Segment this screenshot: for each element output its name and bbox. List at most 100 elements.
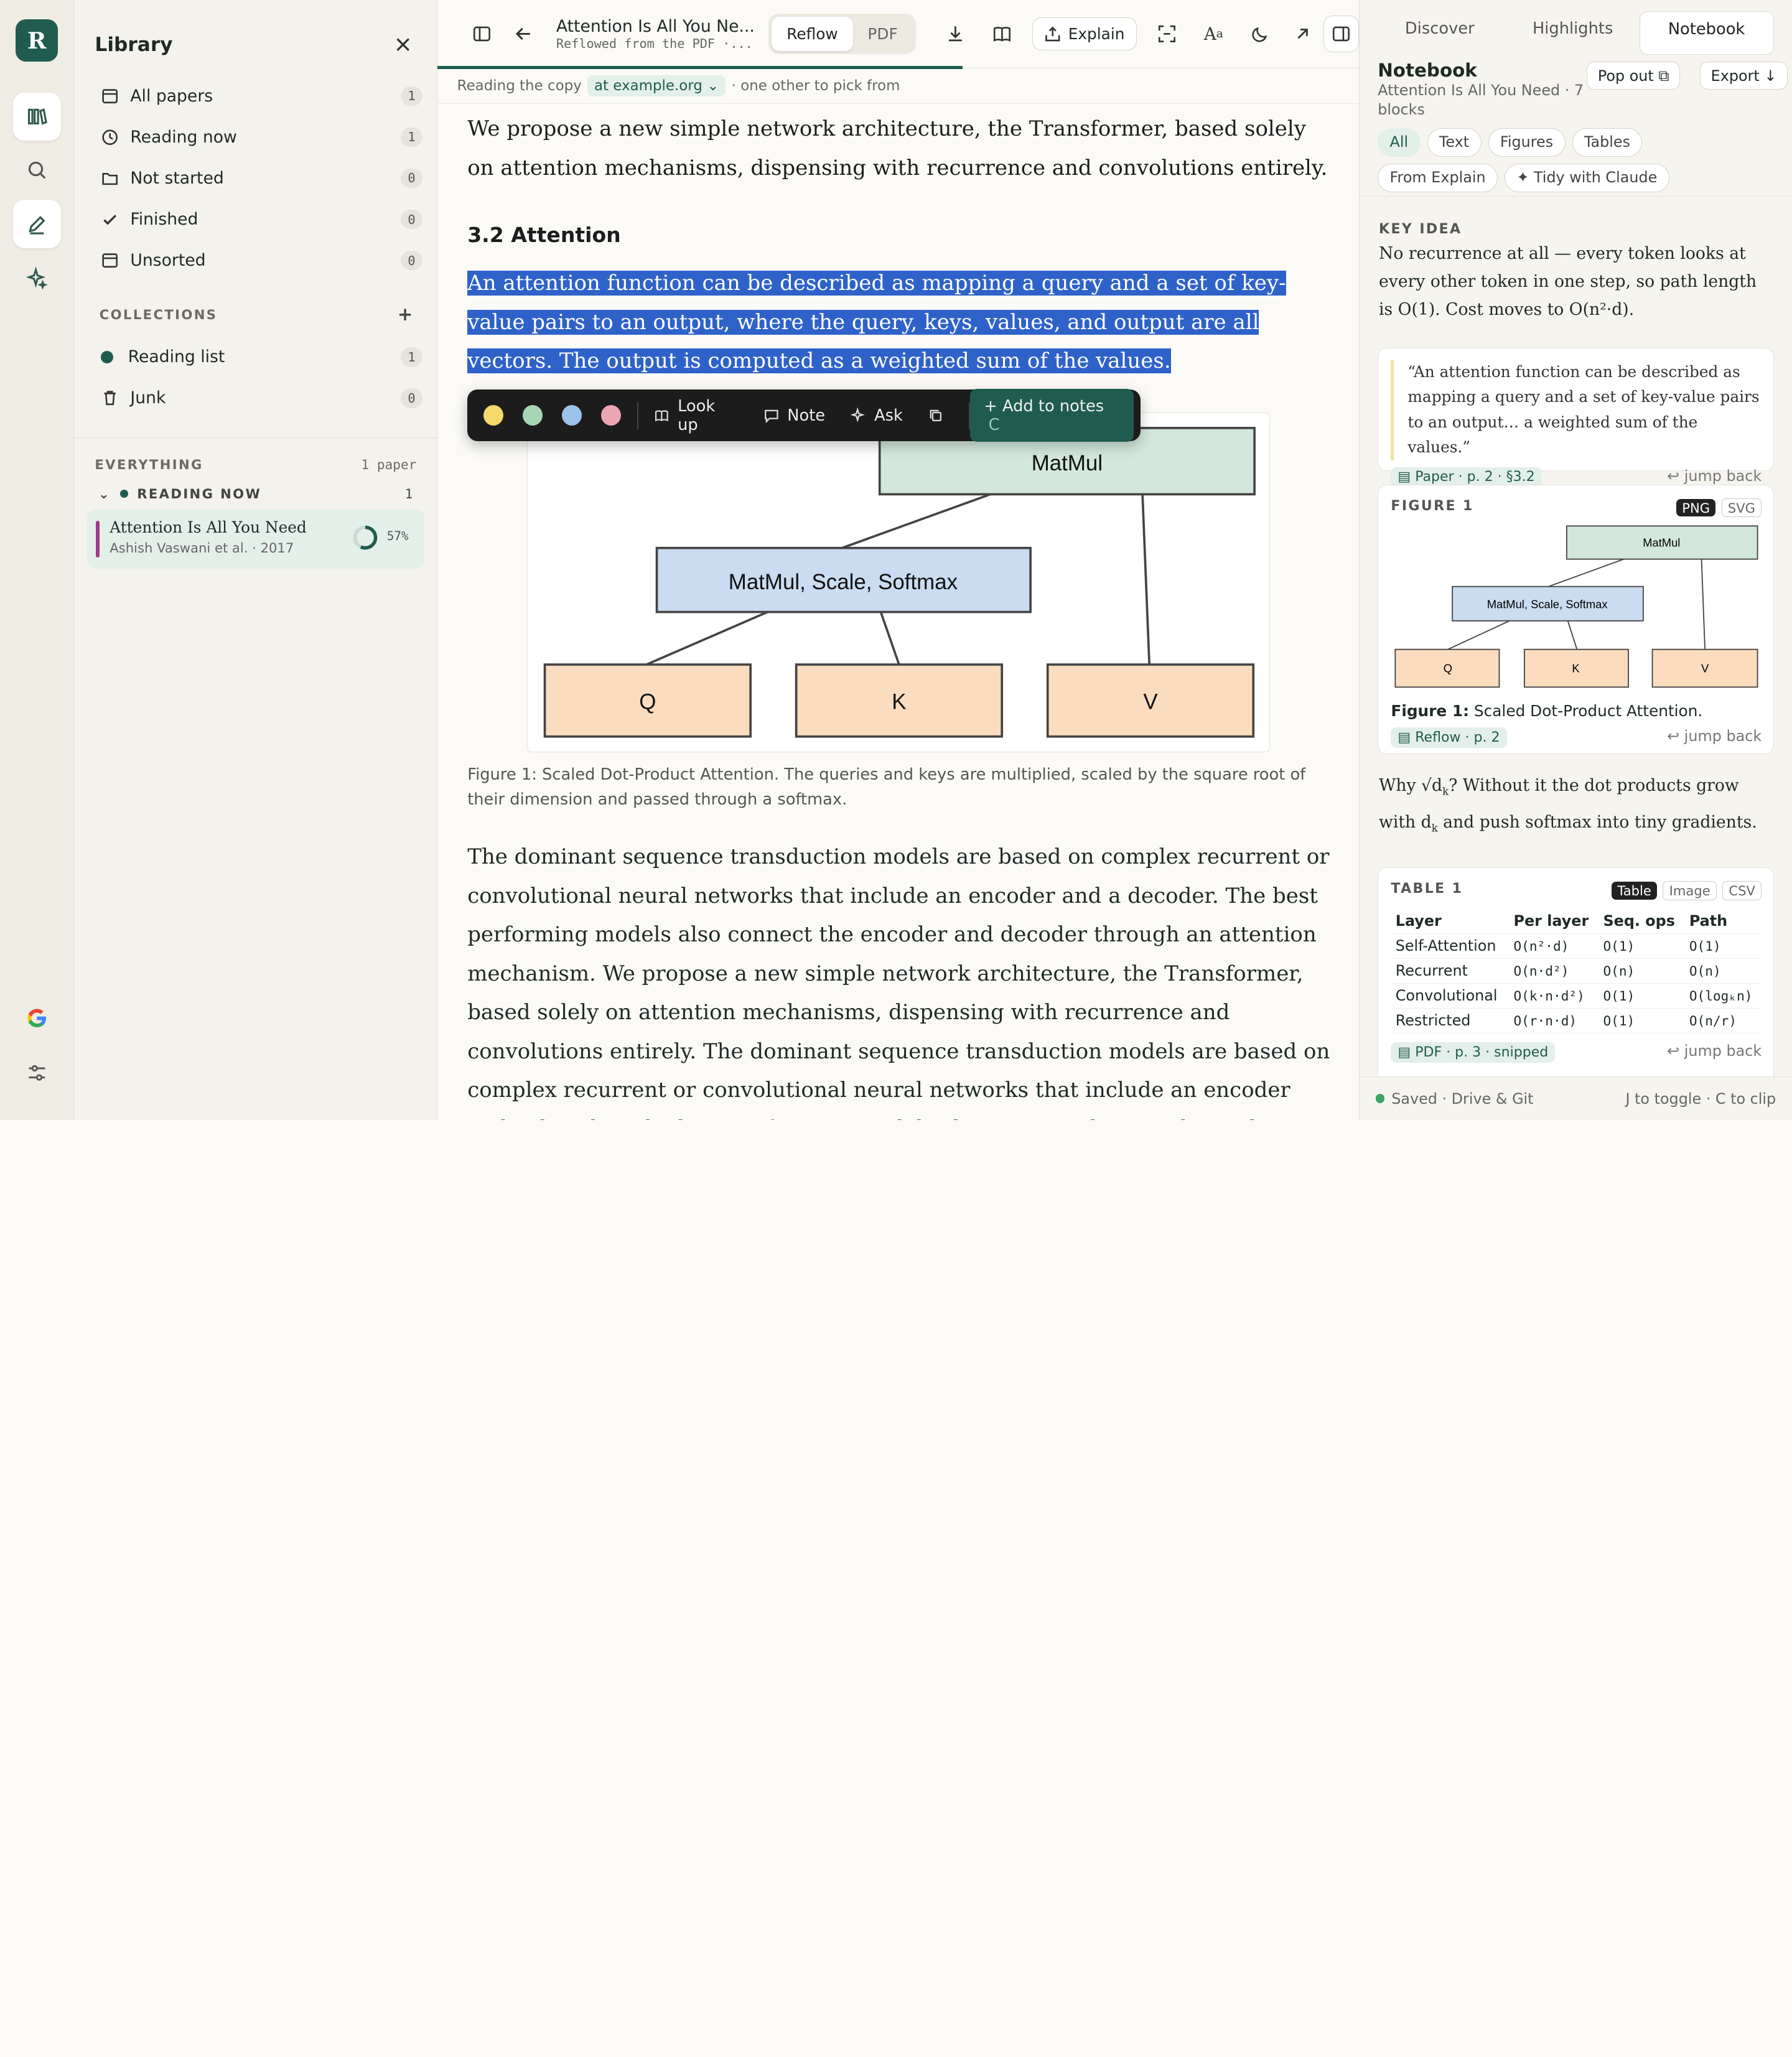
highlight-green[interactable] — [523, 405, 543, 426]
reading-progress-bar — [437, 65, 963, 70]
notebook-subtitle: Attention Is All You Need · 7 blocks — [1378, 81, 1584, 118]
toggle-sidebar-icon[interactable] — [460, 12, 503, 56]
back-arrow-icon[interactable] — [503, 12, 545, 56]
format-table[interactable]: Table — [1612, 882, 1658, 900]
notebook-filters: All Text Figures Tables From Explain ✦ T… — [1359, 121, 1792, 197]
ask-button[interactable]: Ask — [850, 406, 903, 425]
close-icon[interactable] — [394, 35, 412, 54]
everything-title: EVERYTHING — [95, 456, 203, 472]
fig-v-label: V — [1143, 690, 1158, 714]
clock-icon — [101, 129, 118, 145]
add-collection-icon[interactable]: + — [397, 304, 414, 325]
highlight-blue[interactable] — [562, 405, 582, 426]
filter-all[interactable]: All — [1378, 128, 1421, 157]
highlight-pink[interactable] — [601, 405, 622, 426]
quote-source[interactable]: ▤ Paper · p. 2 · §3.2 — [1391, 467, 1542, 487]
figure-card: FIGURE 1 PNG SVG MatMul MatMul, Scale, So… — [1378, 484, 1774, 755]
paper-author: Ashish Vaswani et al. · 2017 — [110, 539, 294, 556]
svg-text:Q: Q — [1444, 661, 1452, 674]
svg-text:MatMul: MatMul — [1643, 536, 1681, 549]
add-to-notes-button[interactable]: + Add to notes C — [970, 388, 1134, 442]
fig-matmul-label: MatMul — [1031, 451, 1102, 475]
lookup-button[interactable]: Look up — [654, 397, 738, 434]
svg-text:MatMul, Scale, Softmax: MatMul, Scale, Softmax — [1487, 597, 1608, 610]
sparkle-icon[interactable] — [13, 254, 61, 302]
figure-card-caption: Figure 1: Scaled Dot-Product Attention. — [1391, 701, 1703, 720]
selection-popup: Look up Note Ask + Add to notes C — [467, 388, 1141, 442]
figure-card-label: FIGURE 1 — [1391, 498, 1474, 514]
check-icon — [103, 214, 116, 225]
copy-icon[interactable] — [928, 408, 944, 424]
book-icon — [655, 410, 669, 422]
tidy-button[interactable]: ✦ Tidy with Claude — [1504, 163, 1669, 192]
note-button[interactable]: Note — [763, 406, 825, 425]
selected-text[interactable]: An attention function can be described a… — [467, 271, 1286, 374]
share-icon — [1045, 26, 1060, 42]
mode-reflow[interactable]: Reflow — [772, 17, 853, 51]
filter-tables[interactable]: Tables — [1572, 128, 1643, 157]
comment-icon — [764, 409, 778, 423]
group-reading-now[interactable]: ⌄READING NOW — [98, 485, 262, 501]
library-icon[interactable] — [12, 92, 61, 141]
explain-button[interactable]: Explain — [1032, 17, 1137, 51]
book-icon[interactable] — [981, 12, 1023, 56]
settings-sliders-icon[interactable] — [13, 1049, 61, 1097]
format-image[interactable]: Image — [1663, 881, 1717, 900]
format-svg[interactable]: SVG — [1721, 498, 1762, 518]
download-icon[interactable] — [934, 12, 976, 56]
paper-progress: 57% — [386, 528, 409, 543]
paper-item[interactable]: Attention Is All You Need Ashish Vaswani… — [86, 509, 425, 569]
shortcut-hint: J to toggle · C to clip — [1625, 1089, 1776, 1108]
reader-pane: Attention Is All You Ne...Reflowed from … — [437, 0, 1359, 1120]
toggle-notebook-icon[interactable] — [1323, 16, 1359, 52]
app-logo: R — [16, 19, 58, 62]
reader-toolbar: Attention Is All You Ne...Reflowed from … — [437, 0, 1359, 70]
jump-back-link[interactable]: ↩ jump back — [1667, 1042, 1762, 1060]
dark-mode-icon[interactable] — [1239, 12, 1281, 56]
jump-back-link[interactable]: ↩ jump back — [1667, 727, 1762, 745]
tab-discover[interactable]: Discover — [1404, 19, 1475, 39]
screenshot-clip-icon[interactable] — [1146, 12, 1188, 56]
format-png[interactable]: PNG — [1676, 498, 1716, 517]
format-csv[interactable]: CSV — [1722, 881, 1762, 900]
table-card-label: TABLE 1 — [1391, 881, 1463, 897]
collection-dot-icon — [100, 350, 113, 363]
open-external-icon[interactable] — [1281, 12, 1323, 56]
table-source[interactable]: ▤ PDF · p. 3 · snipped — [1391, 1042, 1556, 1063]
mode-pdf[interactable]: PDF — [867, 25, 898, 44]
copy-source-dropdown[interactable]: at example.org ⌄ — [587, 75, 726, 96]
tab-highlights[interactable]: Highlights — [1532, 19, 1613, 39]
pop-out-button[interactable]: Pop out ⧉ — [1587, 62, 1680, 90]
filter-text[interactable]: Text — [1427, 128, 1482, 157]
svg-text:V: V — [1701, 661, 1709, 674]
filter-figures[interactable]: Figures — [1488, 128, 1566, 157]
export-button[interactable]: Export ↓ — [1700, 62, 1788, 90]
figure-caption: Figure 1: Scaled Dot-Product Attention. … — [467, 765, 1306, 809]
chevron-down-icon: ⌄ — [98, 485, 111, 501]
search-icon[interactable] — [13, 146, 61, 194]
jump-back-link[interactable]: ↩ jump back — [1667, 467, 1762, 485]
fig-softmax-label: MatMul, Scale, Softmax — [728, 570, 958, 594]
filter-from-explain[interactable]: From Explain — [1378, 163, 1498, 192]
highlight-yellow[interactable] — [483, 405, 503, 426]
archive-icon — [101, 88, 118, 103]
google-icon[interactable] — [13, 994, 61, 1042]
edit-icon[interactable] — [12, 200, 61, 248]
svg-text:K: K — [1572, 661, 1580, 674]
tab-notebook[interactable]: Notebook — [1639, 11, 1774, 55]
figure-source[interactable]: ▤ Reflow · p. 2 — [1391, 727, 1507, 748]
progress-ring-icon — [353, 526, 378, 550]
